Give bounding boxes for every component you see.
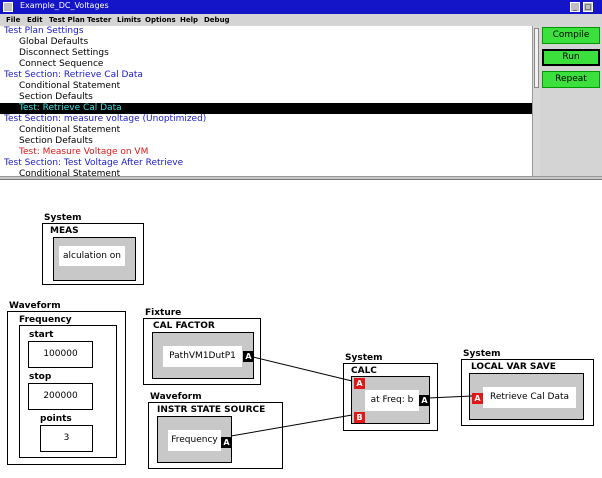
calc-value[interactable]: at Freq: b xyxy=(365,390,419,411)
cal-factor-value[interactable]: PathVM1DutP1 xyxy=(163,346,242,367)
menu-edit[interactable]: Edit xyxy=(27,16,43,24)
cal-factor-block[interactable]: CAL FACTOR PathVM1DutP1 A xyxy=(143,318,261,385)
calc-body: A B at Freq: b A xyxy=(351,376,430,424)
tree-scrollbar[interactable] xyxy=(532,26,540,176)
menu-options[interactable]: Options xyxy=(145,16,176,24)
repeat-button[interactable]: Repeat xyxy=(542,71,600,88)
meas-group-label: System xyxy=(44,213,82,223)
menu-debug[interactable]: Debug xyxy=(204,16,230,24)
stop-label: stop xyxy=(29,372,52,382)
instr-state-body: Frequency A xyxy=(157,416,232,463)
tree-item[interactable]: Conditional Statement xyxy=(19,169,121,176)
waveform-group-label: Waveform xyxy=(9,301,61,311)
window-title: Example_DC_Voltages xyxy=(20,1,109,10)
tree-item[interactable]: Section Defaults xyxy=(19,136,93,146)
tree-item[interactable]: Connect Sequence xyxy=(19,59,104,69)
cal-factor-output-port[interactable]: A xyxy=(243,351,254,362)
points-label: points xyxy=(40,414,72,424)
title-bar: Example_DC_Voltages _ □ xyxy=(0,0,602,14)
minimize-icon[interactable]: _ xyxy=(570,2,580,12)
instr-group-label: Waveform xyxy=(150,392,202,402)
tree-section[interactable]: Test Section: Retrieve Cal Data xyxy=(4,70,143,80)
cal-factor-title: CAL FACTOR xyxy=(153,321,215,331)
calc-group-label: System xyxy=(345,353,383,363)
maximize-icon[interactable]: □ xyxy=(583,2,593,12)
calc-input-port-b[interactable]: B xyxy=(354,412,365,423)
meas-block[interactable]: MEAS alculation on xyxy=(42,223,144,285)
meas-value[interactable]: alculation on xyxy=(59,246,125,266)
menu-file[interactable]: File xyxy=(6,16,21,24)
calc-input-port-a[interactable]: A xyxy=(354,378,365,389)
tree-item[interactable]: Section Defaults xyxy=(19,92,93,102)
cal-factor-body: PathVM1DutP1 A xyxy=(152,332,254,379)
compile-button[interactable]: Compile xyxy=(542,27,600,44)
calc-title: CALC xyxy=(351,366,377,376)
instr-state-source-block[interactable]: INSTR STATE SOURCE Frequency A xyxy=(148,402,283,469)
block-diagram[interactable]: System MEAS alculation on Waveform Frequ… xyxy=(0,180,602,478)
menu-tester[interactable]: Tester xyxy=(87,16,112,24)
tree-item[interactable]: Conditional Statement xyxy=(19,125,121,135)
local-var-save-block[interactable]: LOCAL VAR SAVE A Retrieve Cal Data xyxy=(461,359,594,426)
tree-section[interactable]: Test Section: Test Voltage After Retriev… xyxy=(4,158,184,168)
local-var-title: LOCAL VAR SAVE xyxy=(471,362,556,372)
tree-item[interactable]: Test: Retrieve Cal Data xyxy=(0,103,532,114)
menu-limits[interactable]: Limits xyxy=(117,16,142,24)
local-var-input-port[interactable]: A xyxy=(472,393,483,404)
frequency-params: start 100000 stop 200000 points 3 xyxy=(19,325,117,458)
tree-item[interactable]: Disconnect Settings xyxy=(19,48,109,58)
start-label: start xyxy=(29,330,54,340)
tree-item[interactable]: Global Defaults xyxy=(19,37,89,47)
tree-item[interactable]: Conditional Statement xyxy=(19,81,121,91)
local-var-group-label: System xyxy=(463,349,501,359)
instr-state-value[interactable]: Frequency xyxy=(168,430,221,451)
menu-test-plan[interactable]: Test Plan xyxy=(49,16,85,24)
calc-output-port[interactable]: A xyxy=(419,395,430,406)
meas-title: MEAS xyxy=(50,226,79,236)
scrollbar-thumb[interactable] xyxy=(534,28,539,88)
start-field[interactable]: 100000 xyxy=(28,341,93,368)
wire-calfactor-to-calc-a xyxy=(252,356,353,382)
stop-field[interactable]: 200000 xyxy=(28,383,93,410)
tree-section[interactable]: Test Plan Settings xyxy=(4,26,84,36)
pane-splitter[interactable] xyxy=(0,176,602,180)
points-field[interactable]: 3 xyxy=(40,425,93,452)
instr-state-title: INSTR STATE SOURCE xyxy=(157,405,266,415)
tree-section[interactable]: Test Section: measure voltage (Unoptimiz… xyxy=(4,114,207,124)
window-menu-icon[interactable] xyxy=(3,2,13,12)
tree-item[interactable]: Test: Measure Voltage on VM xyxy=(19,147,149,157)
run-button[interactable]: Run xyxy=(542,49,600,66)
local-var-body: A Retrieve Cal Data xyxy=(469,373,584,420)
meas-body: alculation on xyxy=(53,237,136,281)
waveform-frequency-block[interactable]: Frequency start 100000 stop 200000 point… xyxy=(7,311,126,465)
local-var-value[interactable]: Retrieve Cal Data xyxy=(483,387,576,408)
calc-block[interactable]: CALC A B at Freq: b A xyxy=(343,363,438,431)
fixture-group-label: Fixture xyxy=(145,308,182,318)
frequency-title: Frequency xyxy=(19,315,72,325)
instr-state-output-port[interactable]: A xyxy=(221,437,232,448)
menu-help[interactable]: Help xyxy=(180,16,199,24)
menu-bar: File Edit Test Plan Tester Limits Option… xyxy=(0,14,602,26)
action-panel: Compile Run Repeat xyxy=(540,26,602,176)
